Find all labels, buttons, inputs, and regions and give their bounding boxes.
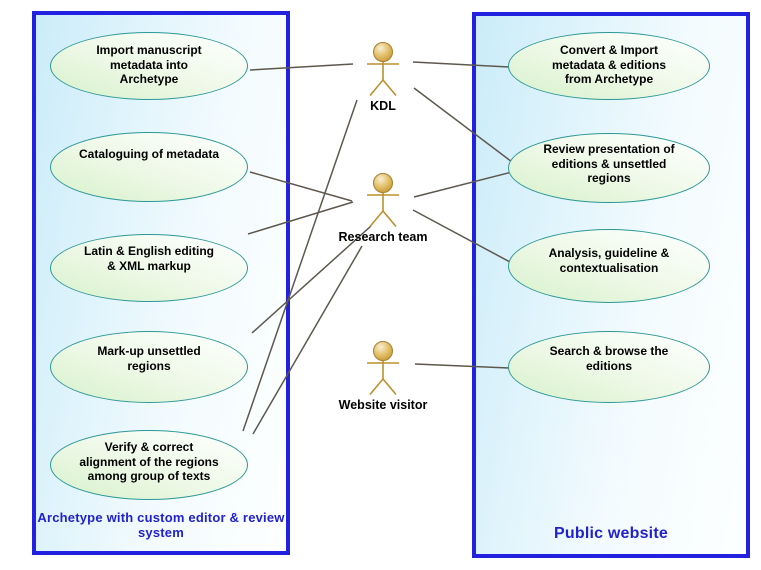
usecase-label-line: contextualisation [559, 260, 659, 275]
actor-limb [382, 210, 397, 228]
usecase-label-line: Cataloguing of metadata [78, 147, 219, 161]
usecase-label-line: editions [585, 358, 632, 373]
actor-label-kdl: KDL [370, 99, 396, 113]
usecase-label-line: metadata & editions [551, 57, 667, 72]
usecase-label-line: & XML markup [107, 258, 191, 273]
actor-limb [369, 378, 384, 396]
system-label-public-website: Public website [554, 525, 668, 542]
usecase-label-line: Latin & English editing [84, 244, 214, 258]
actor-figure-icon [367, 42, 399, 97]
actor-limb [369, 79, 384, 97]
usecase-label-line: editions & unsettled [551, 156, 667, 171]
system-label-archetype: Archetype with custom editor & review sy… [37, 510, 285, 540]
actor-head-icon [373, 173, 393, 193]
usecase-latin-english-editing[interactable]: Latin & English editing& XML markup [50, 234, 248, 302]
usecase-label-line: regions [587, 171, 631, 185]
usecase-label-line: Convert & Import [559, 43, 658, 57]
usecase-label-line: Search & browse the [549, 344, 669, 358]
actor-limb [382, 79, 397, 97]
actor-figure-icon [367, 173, 399, 228]
usecase-analysis-guideline[interactable]: Analysis, guideline &contextualisation [508, 229, 710, 303]
usecase-label-line: Analysis, guideline & [548, 246, 670, 260]
usecase-label-line: among group of texts [87, 469, 211, 483]
usecase-label-line: from Archetype [564, 72, 654, 86]
actor-head-icon [373, 42, 393, 62]
actor-limb [382, 378, 397, 396]
usecase-label-line: Mark-up unsettled [97, 344, 201, 358]
actor-head-icon [373, 341, 393, 361]
usecase-label-line: metadata into [109, 57, 188, 72]
actor-label-research-team: Research team [338, 230, 428, 244]
usecase-label-line: Archetype [119, 72, 179, 86]
usecase-label-line: Verify & correct [104, 440, 194, 454]
usecase-label-line: alignment of the regions [79, 454, 219, 469]
usecase-cataloguing-of-metadata[interactable]: Cataloguing of metadata [50, 132, 248, 202]
usecase-label-line: Import manuscript [96, 43, 202, 57]
actor-limb [369, 210, 384, 228]
usecase-label-line: Review presentation of [543, 142, 675, 156]
actor-figure-icon [367, 341, 399, 396]
actor-label-website-visitor: Website visitor [338, 398, 428, 412]
usecase-label-line: regions [127, 358, 171, 373]
